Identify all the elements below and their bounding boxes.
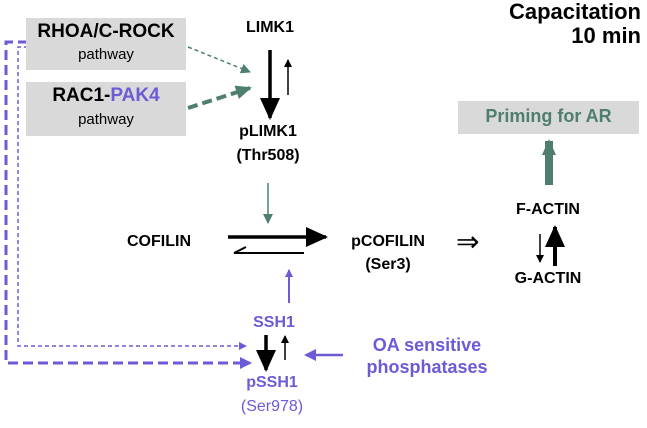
pak4-label: PAK4 <box>110 85 160 106</box>
rhoa-pathway-label: RHOA/C-ROCK <box>37 21 175 42</box>
implies-arrow-symbol: ⇒ <box>456 226 480 257</box>
cofilin-reverse-arrow <box>233 246 304 254</box>
rhoa-pathway-sublabel: pathway <box>78 46 134 63</box>
priming-label: Priming for AR <box>485 106 612 126</box>
cofilin-label: COFILIN <box>127 233 191 250</box>
oa-phosphatases-line2: phosphatases <box>366 357 488 377</box>
rhoa-pathway-box <box>26 18 186 70</box>
rac1-pathway-box <box>26 82 186 136</box>
rhoa-to-limk1-arrow <box>187 46 251 74</box>
rac1-pathway-sublabel: pathway <box>78 111 134 128</box>
oa-phosphatases-line1: OA sensitive <box>372 335 482 355</box>
condition-title-line1: Capacitation <box>508 0 641 24</box>
condition-title-line2: 10 min <box>571 23 641 48</box>
rac1-to-limk1-arrow <box>187 85 252 110</box>
plimk1-label: pLIMK1 <box>239 123 297 140</box>
pssh1-site-label: (Ser978) <box>240 398 304 415</box>
rac1-label: RAC1- <box>52 85 111 106</box>
rac1-pathway-label: RAC1-PAK4 <box>26 85 186 107</box>
oa-phosphatases-label: OA sensitive phosphatases <box>350 334 504 378</box>
ssh1-label: SSH1 <box>253 314 295 331</box>
priming-box <box>458 101 639 134</box>
f-actin-label: F-ACTIN <box>516 201 580 218</box>
pcofilin-site-label: (Ser3) <box>365 256 411 273</box>
condition-title: Capacitation 10 min <box>509 0 641 48</box>
rac1-to-pssh1-arrow <box>4 40 252 369</box>
rhoa-to-pssh1-arrow <box>17 46 247 350</box>
plimk1-site-label: (Thr508) <box>236 147 300 164</box>
pcofilin-label: pCOFILIN <box>351 233 425 250</box>
limk1-label: LIMK1 <box>246 19 294 36</box>
g-actin-label: G-ACTIN <box>514 270 582 287</box>
pssh1-label: pSSH1 <box>246 374 298 391</box>
